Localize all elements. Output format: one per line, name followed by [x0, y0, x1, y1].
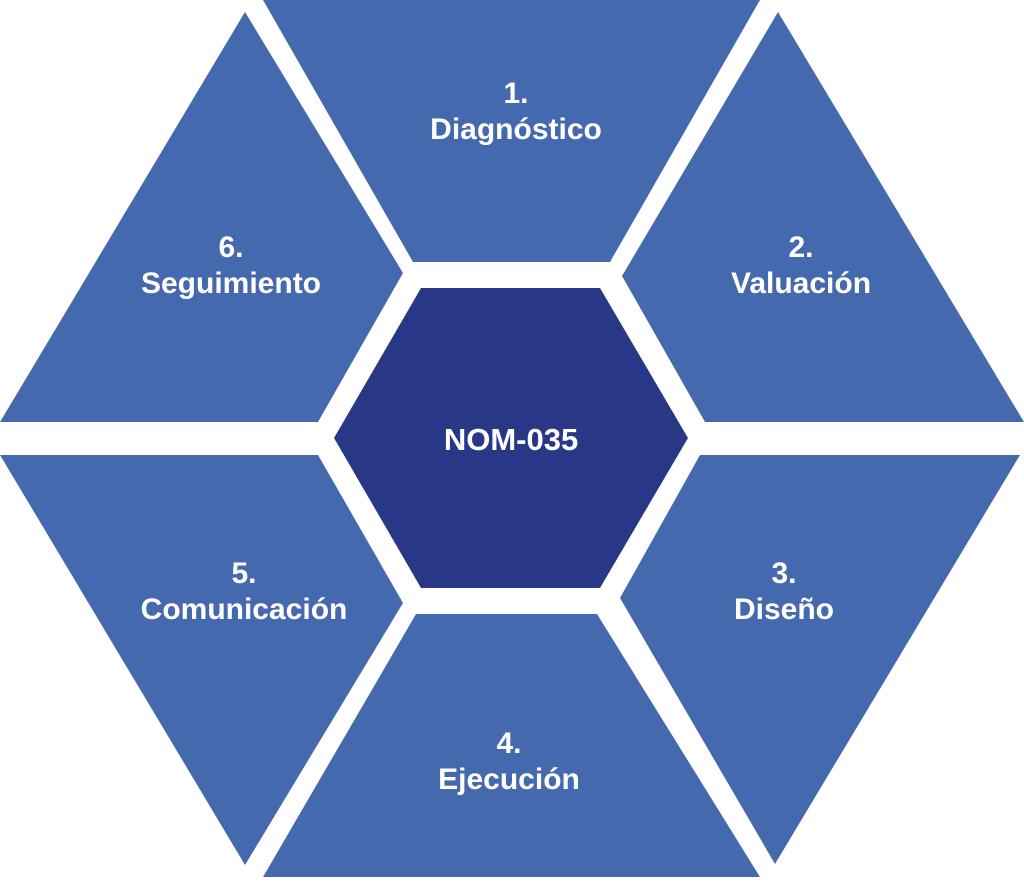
segment-number: 3.	[771, 557, 797, 590]
segment-diseno-shape	[620, 455, 1020, 864]
segment-comunicacion-shape	[0, 455, 403, 865]
segment-ejecucion: 4. Ejecución	[438, 726, 580, 798]
segment-seguimiento: 6. Seguimiento	[141, 230, 321, 302]
segment-valuacion: 2. Valuación	[731, 230, 871, 302]
segment-name: Diagnóstico	[430, 113, 602, 146]
segment-diseno: 3. Diseño	[734, 556, 834, 628]
segment-name: Seguimiento	[140, 267, 322, 300]
segment-diagnostico-shape	[263, 0, 760, 262]
segment-name: Diseño	[733, 593, 835, 626]
segment-name: Comunicación	[140, 593, 348, 626]
segment-seguimiento-shape	[0, 12, 403, 422]
segment-number: 4.	[496, 727, 522, 760]
segment-valuacion-shape	[622, 12, 1024, 422]
segment-number: 2.	[788, 231, 814, 264]
segment-number: 6.	[218, 231, 244, 264]
segment-ejecucion-shape	[263, 614, 760, 877]
center-title: NOM-035	[443, 422, 579, 457]
center-hexagon-shape	[334, 288, 688, 588]
segment-number: 1.	[503, 77, 529, 110]
segment-name: Valuación	[730, 267, 872, 300]
segment-diagnostico: 1. Diagnóstico	[430, 76, 602, 148]
segment-name: Ejecución	[438, 763, 580, 796]
segment-comunicacion: 5. Comunicación	[141, 556, 348, 628]
segment-number: 5.	[231, 557, 257, 590]
